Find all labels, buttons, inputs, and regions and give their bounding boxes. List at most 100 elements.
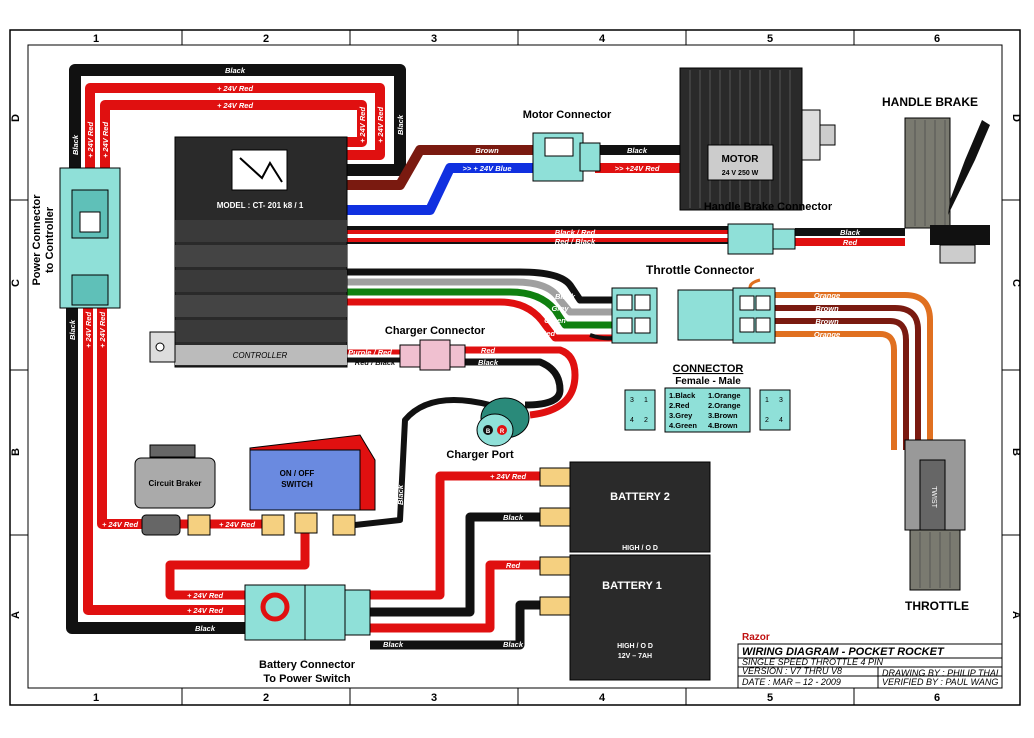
wire-label: Black bbox=[68, 319, 77, 340]
charger-connector-label: Charger Connector bbox=[385, 325, 486, 337]
svg-text:3: 3 bbox=[779, 397, 783, 404]
wire-label: + 24V Red bbox=[217, 84, 253, 93]
wire-label: Red bbox=[481, 346, 496, 355]
wire-label: + 24V Red bbox=[84, 312, 93, 348]
controller-label: CONTROLLER bbox=[233, 351, 288, 360]
wire-label: + 24V Red bbox=[358, 107, 367, 143]
battery1-label: BATTERY 1 bbox=[602, 580, 662, 592]
col-label: 5 bbox=[767, 692, 773, 704]
circuit-breaker-label: Circuit Braker bbox=[149, 479, 202, 488]
title-line1: SINGLE SPEED THROTTLE 4 PIN bbox=[742, 657, 884, 667]
wire-label: + 24V Red bbox=[217, 101, 253, 110]
svg-text:1: 1 bbox=[644, 397, 648, 404]
charger-connector: Charger Connector bbox=[385, 325, 486, 371]
wire-label: >> + 24V Blue bbox=[463, 164, 512, 173]
wire-green-throttle bbox=[345, 288, 615, 329]
wire-label: Black bbox=[503, 513, 524, 522]
wire-red-bat1 bbox=[370, 560, 540, 633]
title-drawing-by: DRAWING BY : PHILIP THAI bbox=[882, 668, 999, 678]
row-label: A bbox=[1010, 611, 1022, 619]
wire-label: + 24V Red bbox=[86, 122, 95, 158]
battery-2: BATTERY 2 HIGH / O D bbox=[539, 461, 711, 553]
battery2-label: BATTERY 2 bbox=[610, 491, 670, 503]
grid-lines bbox=[10, 30, 1020, 705]
handle-brake-label: HANDLE BRAKE bbox=[882, 95, 978, 109]
wire-brown-2 bbox=[760, 318, 909, 450]
twist-label: TWIST bbox=[930, 486, 937, 508]
wire-label: + 24V Red bbox=[102, 520, 138, 529]
wire-label: Red bbox=[506, 561, 521, 570]
battery2-sub: HIGH / O D bbox=[622, 545, 658, 552]
wire-label: Black bbox=[225, 66, 246, 75]
wire-label: Black bbox=[478, 358, 499, 367]
power-connector-label-2: to Controller bbox=[44, 206, 56, 273]
motor-connector-label: Motor Connector bbox=[523, 109, 612, 121]
circuit-breaker: Circuit Braker bbox=[134, 444, 216, 536]
wire-black-top bbox=[69, 64, 406, 176]
wire-orange-2 bbox=[760, 331, 897, 450]
wire-label: Black bbox=[503, 640, 524, 649]
col-label: 4 bbox=[599, 33, 606, 45]
wires bbox=[66, 64, 933, 650]
wire-label: + 24V Red bbox=[219, 520, 255, 529]
col-label: 1 bbox=[93, 33, 99, 45]
col-label: 6 bbox=[934, 33, 940, 45]
wire-red-throttle bbox=[345, 298, 615, 342]
wire-label: Orange bbox=[814, 291, 840, 300]
wire-label: Purple / Red bbox=[348, 348, 392, 357]
wire-brown-motor bbox=[345, 145, 540, 190]
battery-1: BATTERY 1 HIGH / O D 12V – 7AH bbox=[539, 554, 711, 681]
wire-label: Red / Black bbox=[555, 237, 596, 246]
row-label: D bbox=[1010, 114, 1022, 122]
battery-connector-label-2: To Power Switch bbox=[263, 673, 350, 685]
legend-female: 3.Grey bbox=[669, 411, 693, 420]
throttle: TWIST THROTTLE bbox=[904, 439, 969, 613]
row-label: B bbox=[10, 448, 22, 456]
wire-orange-1 bbox=[760, 292, 933, 450]
wire-red-top-1 bbox=[85, 83, 385, 175]
wire-red-charger bbox=[465, 346, 579, 419]
svg-text:4: 4 bbox=[779, 417, 783, 424]
handle-brake-connector-label: Handle Brake Connector bbox=[704, 201, 833, 213]
wire-label: Black / Red bbox=[555, 228, 596, 237]
wire-label: Red / Black bbox=[355, 358, 396, 367]
title-block: Razor WIRING DIAGRAM - POCKET ROCKET SIN… bbox=[737, 632, 1003, 689]
wire-label: Brown bbox=[475, 146, 499, 155]
diagram-title: WIRING DIAGRAM - POCKET ROCKET bbox=[742, 646, 945, 658]
wire-red-top-2 bbox=[100, 100, 367, 175]
legend-female: 2.Red bbox=[669, 401, 690, 410]
legend-male: 4.Brown bbox=[708, 421, 738, 430]
legend-male: 2.Orange bbox=[708, 401, 741, 410]
col-label: 2 bbox=[263, 33, 269, 45]
wire-red-left-1 bbox=[83, 300, 250, 615]
wire-label: + 24V Red bbox=[490, 472, 526, 481]
title-version: VERSION : V7 THRU V8 bbox=[742, 666, 842, 676]
col-label: 3 bbox=[431, 33, 437, 45]
svg-text:3: 3 bbox=[630, 397, 634, 404]
wire-label: Grey bbox=[551, 304, 569, 313]
col-label: 6 bbox=[934, 692, 940, 704]
legend-title: CONNECTOR bbox=[673, 363, 744, 375]
switch-label-1: ON / OFF bbox=[280, 469, 315, 478]
wire-label: Black bbox=[555, 292, 576, 301]
controller: MODEL : CT- 201 k8 / 1 CONTROLLER bbox=[149, 136, 348, 368]
motor-title: MOTOR bbox=[721, 154, 759, 165]
inner-frame bbox=[27, 44, 1003, 689]
wire-label: + 24V Red bbox=[98, 312, 107, 348]
wire-label: Black bbox=[840, 228, 861, 237]
wire-label: Orange bbox=[814, 330, 840, 339]
legend-subtitle: Female - Male bbox=[675, 376, 741, 387]
power-connector: Power Connector to Controller bbox=[31, 167, 121, 309]
wire-label: >> +24V Red bbox=[615, 164, 660, 173]
motor-connector: Motor Connector bbox=[523, 109, 612, 182]
svg-text:2: 2 bbox=[644, 417, 648, 424]
col-label: 1 bbox=[93, 692, 99, 704]
switch-label-2: SWITCH bbox=[281, 480, 313, 489]
legend-female: 1.Black bbox=[669, 391, 696, 400]
col-label: 2 bbox=[263, 692, 269, 704]
svg-text:B: B bbox=[486, 429, 491, 435]
row-label: A bbox=[10, 611, 22, 619]
wire-brown-1 bbox=[760, 305, 921, 450]
svg-text:R: R bbox=[500, 429, 505, 435]
